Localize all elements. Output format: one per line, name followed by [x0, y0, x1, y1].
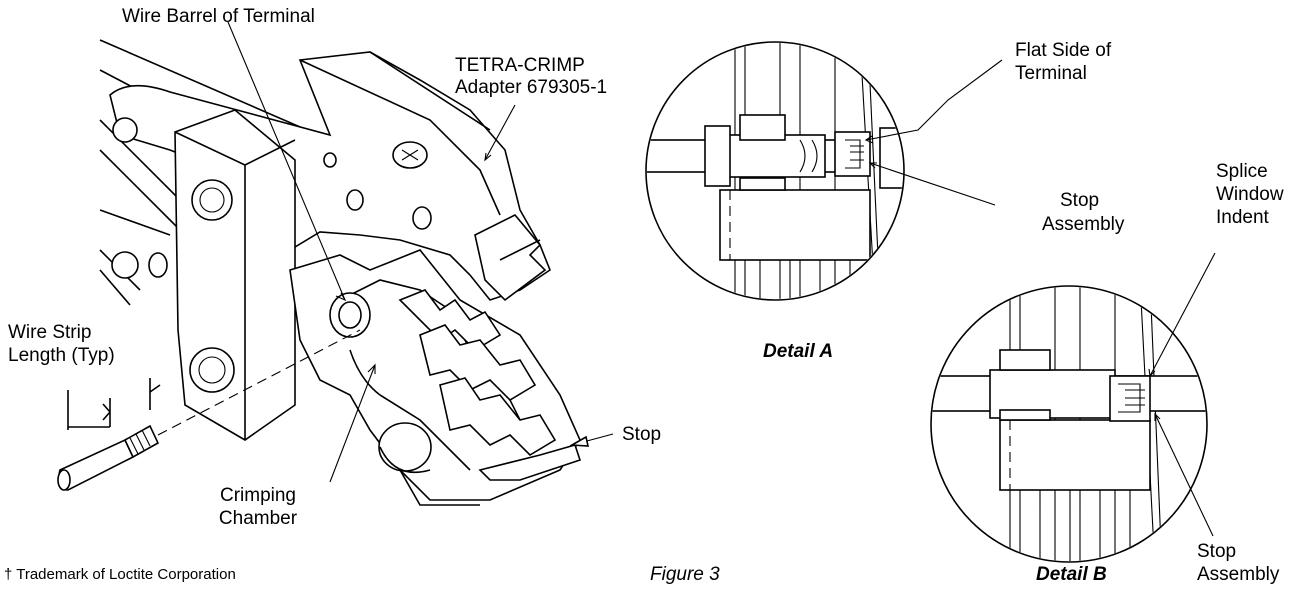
- stop-assembly-b-label-line2: Assembly: [1197, 564, 1280, 585]
- trademark-footnote: † Trademark of Loctite Corporation: [4, 566, 236, 583]
- splice-window-label-line2: Window: [1216, 184, 1284, 205]
- splice-window-label-line1: Splice: [1216, 161, 1268, 182]
- wire-barrel-label: Wire Barrel of Terminal: [122, 6, 315, 27]
- detail-b-caption: Detail B: [1036, 564, 1107, 585]
- crimping-chamber-label-line1: Crimping: [219, 485, 297, 506]
- detail-b-drawing: [930, 252, 1216, 563]
- crimp-tool-drawing: [57, 39, 582, 506]
- stop-assembly-a-label-line1: Stop: [1060, 190, 1100, 211]
- detail-a-drawing: [645, 41, 1003, 301]
- flat-side-label-line1: Flat Side of: [1015, 40, 1112, 61]
- tetra-crimp-label-line2: Adapter 679305-1: [455, 77, 608, 98]
- stop-assembly-b-label-line1: Stop: [1197, 541, 1237, 562]
- detail-a-caption: Detail A: [763, 341, 834, 362]
- main-leader-lines: [227, 21, 614, 483]
- stop-label: Stop: [622, 424, 662, 445]
- tetra-crimp-label-line1: TETRA-CRIMP: [455, 55, 585, 76]
- figure-caption: Figure 3: [650, 564, 720, 585]
- splice-window-label-line3: Indent: [1216, 207, 1269, 228]
- wire-strip-label-line2: Length (Typ): [8, 345, 115, 366]
- flat-side-label-line2: Terminal: [1015, 63, 1087, 84]
- crimping-chamber-label-line2: Chamber: [218, 508, 298, 529]
- stop-assembly-a-label-line2: Assembly: [1042, 214, 1125, 235]
- wire-strip-label-line1: Wire Strip: [8, 322, 92, 343]
